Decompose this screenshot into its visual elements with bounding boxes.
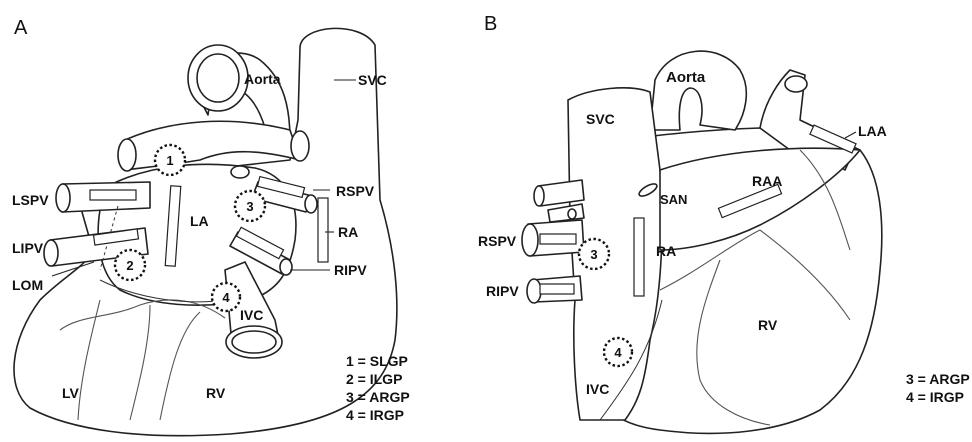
panel-a-small-vessel <box>231 166 249 178</box>
panel-b-ripv-end <box>527 279 541 303</box>
panel-a-letter: A <box>14 17 28 39</box>
panel-a-legend-item-3: 3 = ARGP <box>346 389 410 405</box>
panel-a-legend-item-4: 4 = IRGP <box>346 407 404 423</box>
panel-b-ablation-ra <box>634 218 644 296</box>
panel-b: B <box>478 13 970 433</box>
panel-a-ripv-end <box>280 259 292 275</box>
panel-a-ivc-opening-inner <box>232 331 276 353</box>
panel-b-label-ra: RA <box>656 243 676 259</box>
panel-a-ablation-ra <box>318 198 328 262</box>
panel-a-lspv-end <box>56 184 70 212</box>
panel-a-label-ivc: IVC <box>240 307 263 323</box>
panel-a-gp-number-1: 1 <box>166 153 173 168</box>
panel-b-rspv-end <box>522 224 538 256</box>
panel-b-aorta <box>650 51 746 130</box>
panel-b-laa-leader <box>845 132 856 138</box>
panel-a-label-ripv: RIPV <box>334 262 367 278</box>
panel-a-lipv-end <box>44 240 58 266</box>
panel-a-legend-item-1: 1 = SLGP <box>346 353 408 369</box>
panel-a-label-lspv: LSPV <box>12 192 49 208</box>
panel-b-small-vein-1-end <box>534 186 544 206</box>
panel-b-laa-vessel-end <box>785 76 807 92</box>
panel-b-gp-number-4: 4 <box>614 345 622 360</box>
panel-b-ablation-rspv <box>540 234 576 244</box>
panel-a: A <box>12 17 410 436</box>
panel-b-legend-item-4: 4 = IRGP <box>906 389 964 405</box>
panel-b-label-ivc: IVC <box>586 381 609 397</box>
panel-a-ablation-lspv <box>90 190 136 200</box>
panel-a-legend-item-2: 2 = ILGP <box>346 371 402 387</box>
panel-a-label-svc: SVC <box>358 72 387 88</box>
panel-a-label-lipv: LIPV <box>12 240 44 256</box>
panel-b-label-rspv: RSPV <box>478 233 517 249</box>
panel-a-gp-number-4: 4 <box>222 290 230 305</box>
panel-a-aorta-lumen-inner <box>197 54 239 102</box>
panel-b-legend: 3 = ARGP 4 = IRGP <box>906 371 970 405</box>
panel-b-legend-item-3: 3 = ARGP <box>906 371 970 387</box>
panel-b-gp-number-3: 3 <box>590 247 597 262</box>
panel-a-rspv-end <box>305 195 317 213</box>
panel-b-small-vein-2-end <box>568 209 576 219</box>
panel-b-ablation-ripv <box>540 284 574 294</box>
panel-a-label-rspv: RSPV <box>336 183 375 199</box>
panel-a-label-rv: RV <box>206 385 226 401</box>
panel-a-pa-left-end <box>118 139 136 171</box>
panel-b-label-svc: SVC <box>586 111 615 127</box>
panel-b-letter: B <box>484 13 497 35</box>
panel-b-label-ripv: RIPV <box>486 283 519 299</box>
panel-b-label-rv: RV <box>758 317 778 333</box>
panel-b-label-san: SAN <box>660 192 687 207</box>
panel-a-gp-number-2: 2 <box>126 258 133 273</box>
panel-a-label-la: LA <box>190 213 209 229</box>
panel-a-label-lom: LOM <box>12 277 43 293</box>
panel-a-pa-right-end <box>291 131 309 161</box>
panel-a-label-ra: RA <box>338 224 358 240</box>
panel-a-gp-number-3: 3 <box>246 199 253 214</box>
panel-b-small-vein-2 <box>548 204 584 222</box>
panel-a-label-lv: LV <box>62 385 80 401</box>
panel-b-label-laa: LAA <box>858 123 887 139</box>
panel-b-label-aorta: Aorta <box>666 69 706 86</box>
panel-a-label-aorta: Aorta <box>244 71 281 87</box>
panel-b-label-raa: RAA <box>752 173 782 189</box>
